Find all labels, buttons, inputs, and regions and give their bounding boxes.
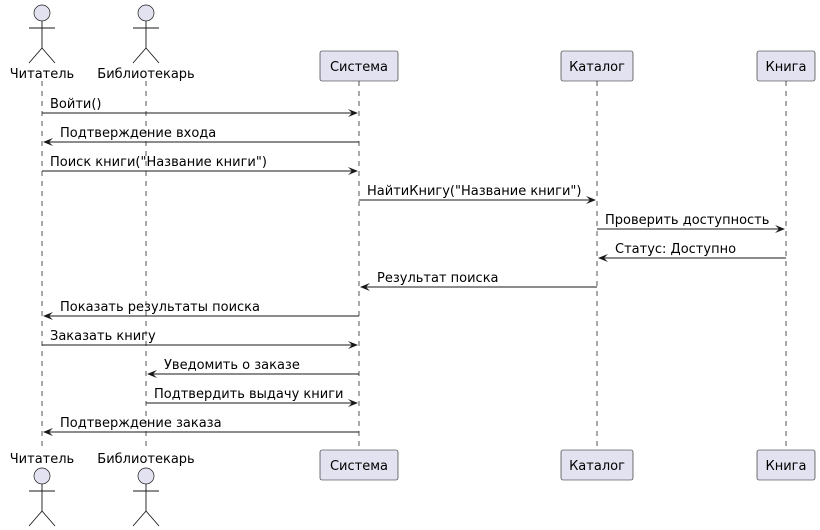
message-10-label: Уведомить о заказе xyxy=(164,358,300,373)
actor-librarian-bottom-icon-legs xyxy=(132,510,160,527)
message-7-arrowhead xyxy=(360,283,370,291)
actor-reader-bottom-label: Читатель xyxy=(10,452,74,467)
actor-librarian-top-icon-head xyxy=(137,4,155,22)
message-11-arrowhead xyxy=(348,399,358,407)
participant-system-top-label: Система xyxy=(330,60,388,75)
actor-reader-bottom-icon-head xyxy=(33,467,51,485)
actor-reader-top-icon-head xyxy=(33,4,51,22)
message-4-label: НайтиКнигу("Название книги") xyxy=(367,184,581,199)
message-2-label: Подтверждение входа xyxy=(60,126,216,141)
actor-reader-top-label: Читатель xyxy=(10,67,74,82)
actor-librarian-top-label: Библиотекарь xyxy=(97,67,194,82)
actor-librarian-top-icon-legs xyxy=(132,47,160,64)
message-8-label: Показать результаты поиска xyxy=(60,300,260,315)
message-4-arrowhead xyxy=(586,196,596,204)
participant-catalog-bottom-label: Каталог xyxy=(569,459,625,474)
message-9-arrowhead xyxy=(348,341,358,349)
message-5-label: Проверить доступность xyxy=(605,213,769,228)
message-8-arrowhead xyxy=(43,312,53,320)
message-7-label: Результат поиска xyxy=(377,271,499,286)
participant-system-bottom-label: Система xyxy=(330,459,388,474)
participant-catalog-bottom-box xyxy=(560,449,634,481)
participant-book-bottom-label: Книга xyxy=(766,459,807,474)
message-3-arrowhead xyxy=(348,167,358,175)
participant-book-bottom-box xyxy=(756,449,816,481)
actor-reader-top-icon-legs xyxy=(28,47,56,64)
message-11-label: Подтвердить выдачу книги xyxy=(154,387,343,402)
message-5-arrowhead xyxy=(775,225,785,233)
participant-catalog-top-label: Каталог xyxy=(569,60,625,75)
message-12-arrowhead xyxy=(43,428,53,436)
participant-book-top-box xyxy=(756,50,816,82)
participant-system-top-box xyxy=(319,50,399,82)
actor-librarian-bottom-label: Библиотекарь xyxy=(97,452,194,467)
participant-catalog-top-box xyxy=(560,50,634,82)
participant-system-bottom-box xyxy=(319,449,399,481)
participant-book-top-label: Книга xyxy=(766,60,807,75)
message-2-arrowhead xyxy=(43,138,53,146)
message-12-label: Подтверждение заказа xyxy=(60,416,222,431)
message-6-arrowhead xyxy=(598,254,608,262)
actor-librarian-bottom-icon-head xyxy=(137,467,155,485)
message-1-arrowhead xyxy=(348,109,358,117)
message-1-label: Войти() xyxy=(50,97,102,112)
actor-reader-bottom-icon-legs xyxy=(28,510,56,527)
message-9-label: Заказать книгу xyxy=(50,329,156,344)
message-3-label: Поиск книги("Название книги") xyxy=(50,155,267,170)
message-6-label: Статус: Доступно xyxy=(615,242,736,257)
message-10-arrowhead xyxy=(147,370,157,378)
